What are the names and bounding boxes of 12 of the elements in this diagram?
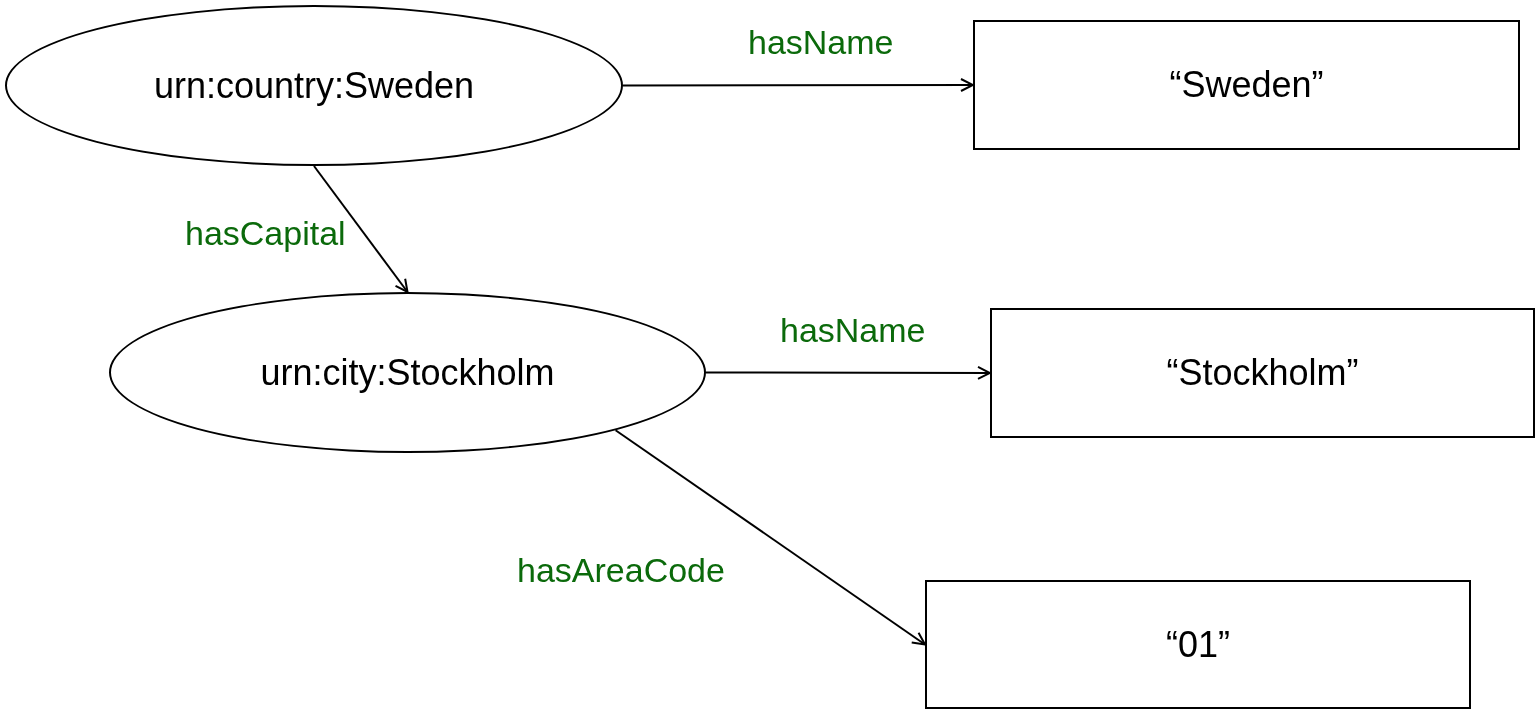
literal-box	[925, 580, 1471, 709]
node-label: urn:country:Sweden	[153, 64, 475, 107]
arrow	[614, 429, 926, 646]
node-label: “01”	[1166, 623, 1230, 666]
node-label: urn:city:Stockholm	[260, 351, 555, 394]
arrow	[313, 165, 409, 293]
arrow	[622, 78, 974, 92]
arrow	[705, 366, 991, 380]
literal-box	[973, 20, 1520, 150]
node-label: “Sweden”	[1169, 64, 1324, 106]
node-label: “Stockholm”	[1166, 352, 1359, 394]
literal-box	[990, 308, 1535, 438]
